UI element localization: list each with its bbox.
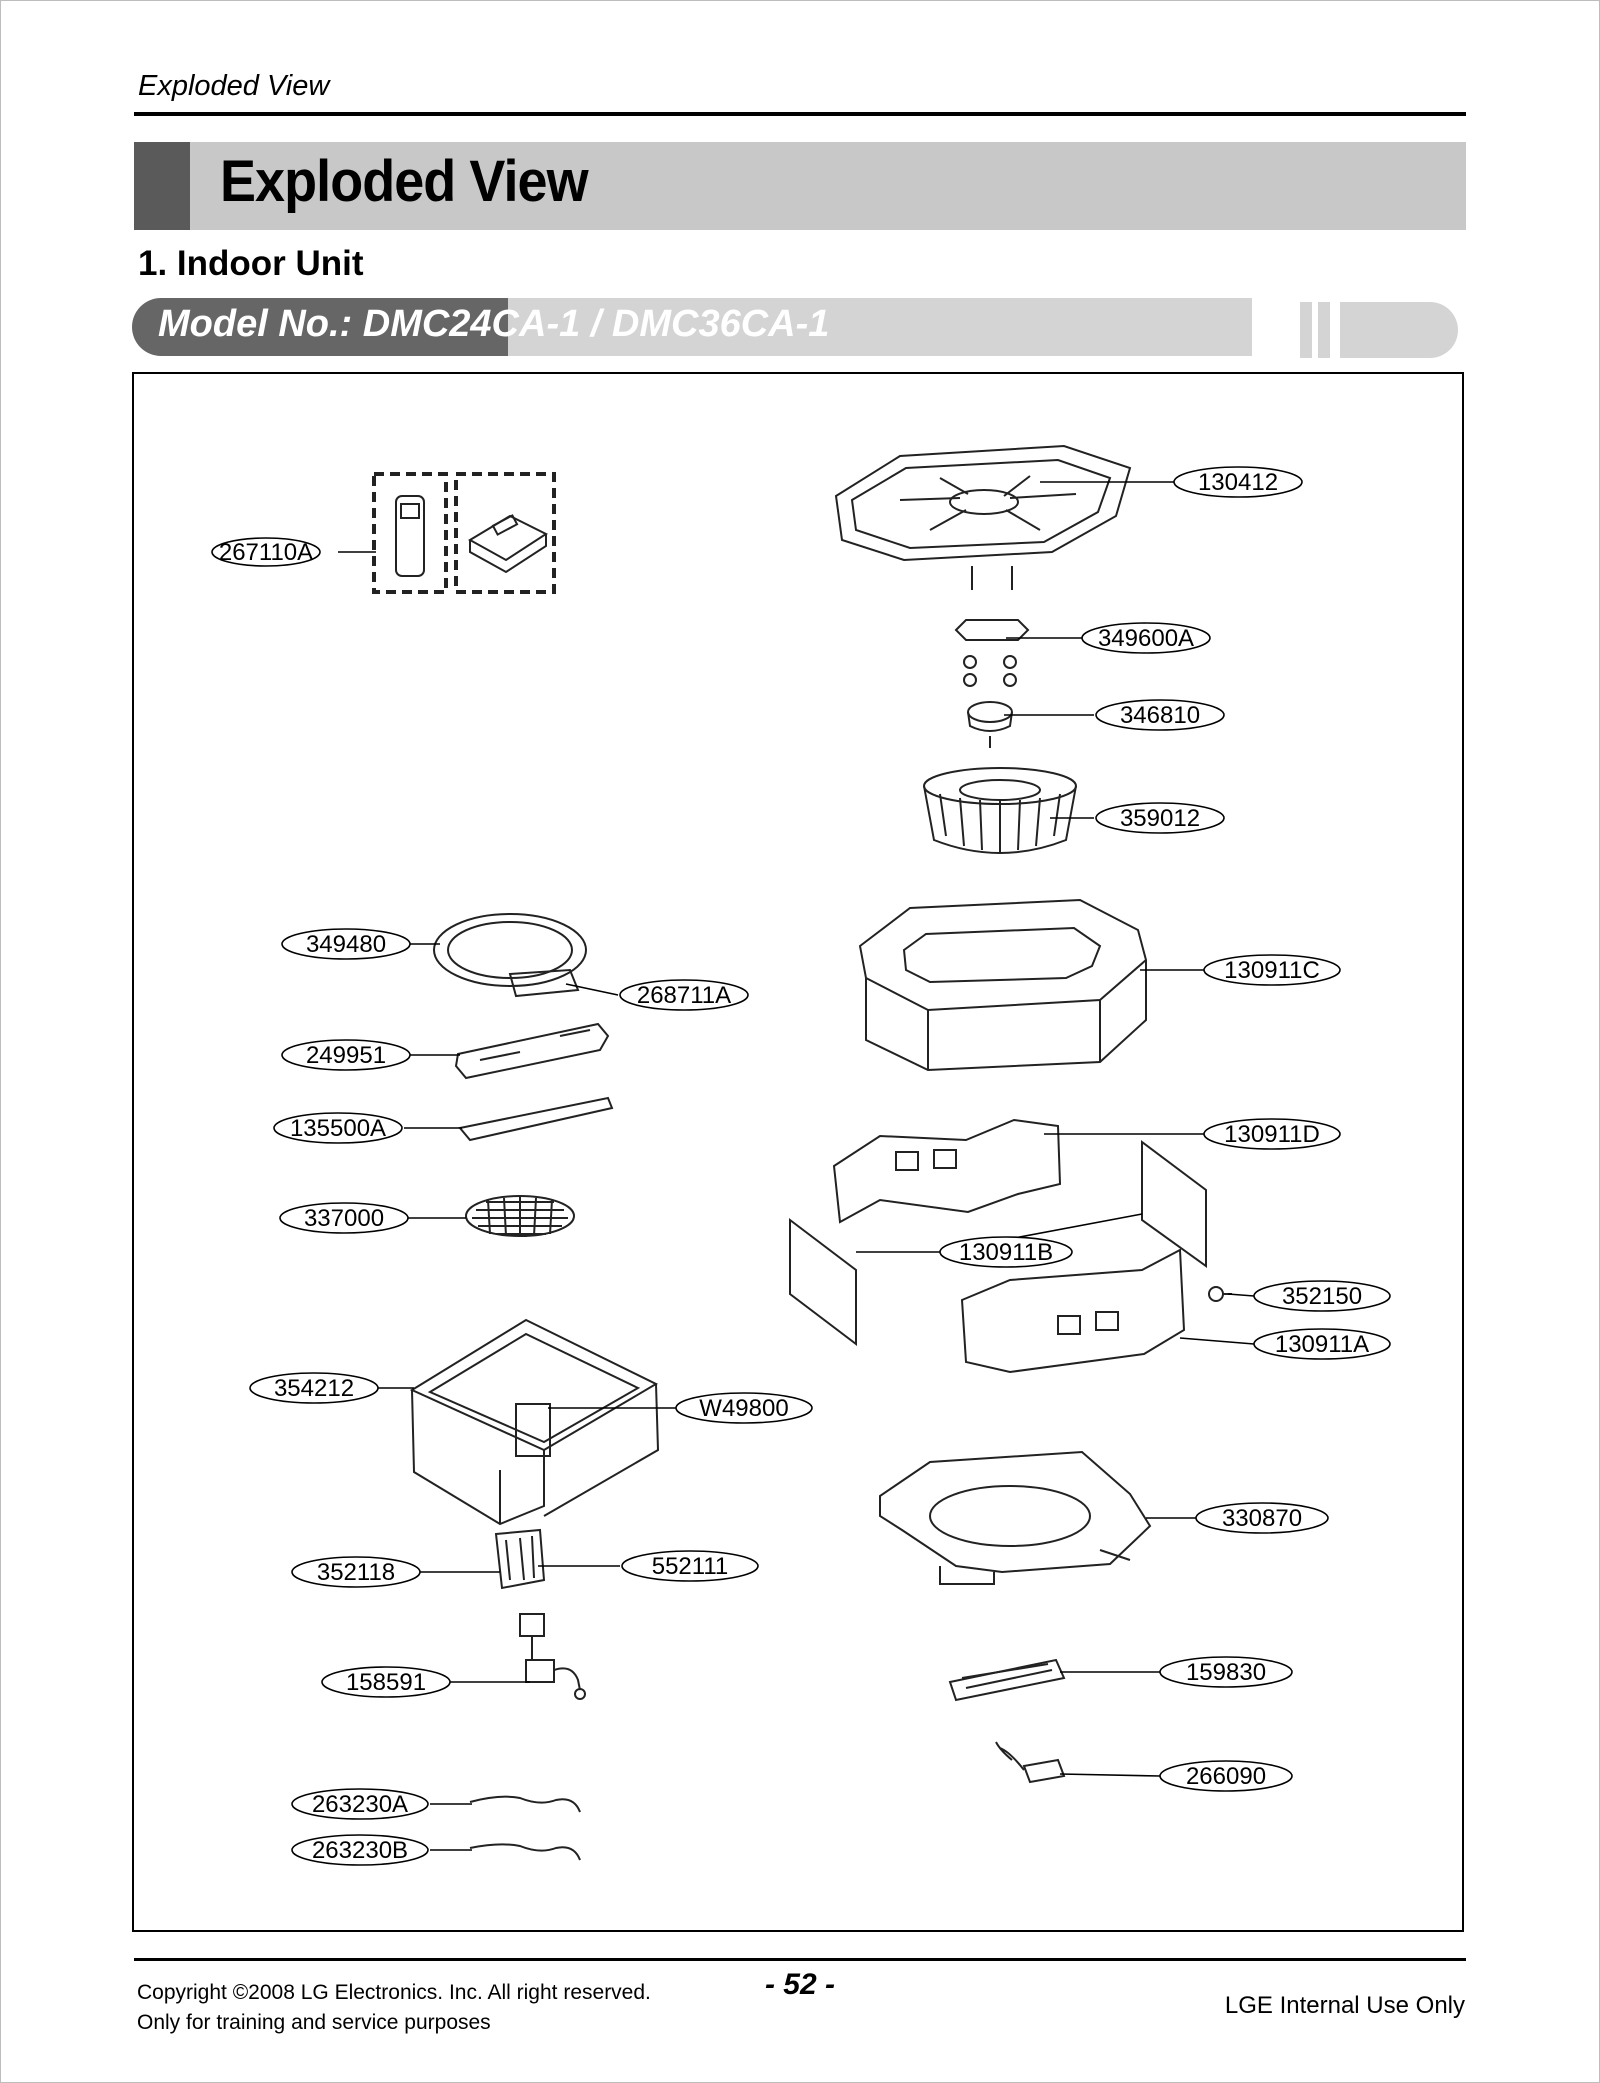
float-switch-drawing [519,1613,586,1700]
callout-249951: 249951 [281,1039,411,1071]
callout-267110A: 267110A [211,537,321,567]
callout-label: 268711A [637,982,731,1009]
callout-158591: 158591 [321,1666,451,1698]
model-number: Model No.: DMC24CA-1 / DMC36CA-1 [158,303,830,345]
callout-label: 552111 [652,1553,729,1580]
callout-W49800: W49800 [675,1392,813,1424]
leader-lines [338,481,1255,1851]
callout-337000: 337000 [279,1202,409,1234]
callout-label: 346810 [1120,702,1200,729]
callout-349600A: 349600A [1081,622,1211,654]
internal-use-note: LGE Internal Use Only [1224,1992,1465,2019]
bracket-drawing [954,619,1030,687]
callout-label: 359012 [1120,805,1200,832]
pipe-a-drawing [469,1795,581,1813]
callout-352150: 352150 [1253,1280,1391,1312]
title-band: Exploded View [134,142,1466,230]
callout-label: 352118 [317,1559,395,1586]
page-title: Exploded View [220,149,589,214]
drain-pump-drawing [494,1528,546,1590]
section-heading: 1. Indoor Unit [138,244,364,283]
drain-bracket-drawing [515,1403,551,1457]
callout-130911D: 130911D [1203,1118,1341,1150]
model-band-light [508,298,1252,356]
side-panel-a-drawing [960,1248,1186,1374]
copyright-line-1: Copyright ©2008 LG Electronics. Inc. All… [137,1981,651,2004]
callout-label: 130412 [1198,469,1278,496]
callout-263230B: 263230B [291,1834,429,1866]
pcb-drawing [508,968,580,998]
connector-box-drawing [995,1741,1066,1784]
callout-label: 159830 [1186,1659,1266,1686]
callout-label: 330870 [1222,1505,1302,1532]
callout-label: 266090 [1186,1763,1266,1790]
callout-label: 337000 [304,1205,384,1232]
header-rule [134,112,1466,116]
callout-354212: 354212 [249,1372,379,1404]
callout-label: 158591 [346,1669,426,1696]
diagram-frame [132,372,1464,1932]
air-filter-drawing [948,1658,1066,1702]
callout-label: 130911C [1224,957,1320,984]
page-number: - 52 - [764,1968,836,2001]
callout-label: 130911A [1275,1331,1369,1358]
callout-159830: 159830 [1159,1656,1293,1688]
part-callouts: 267110A 130412 349600A 346810 359012 349… [211,466,1391,1866]
drain-pan-drawing [409,1318,660,1526]
callout-349480: 349480 [281,928,411,960]
copyright-line-2: Only for training and service purposes [137,2011,491,2034]
callout-label: W49800 [699,1395,788,1422]
remote-controller-drawing [372,472,556,594]
callout-label: 349600A [1098,625,1194,652]
mounting-plate-drawing [834,444,1132,590]
callout-130911C: 130911C [1203,954,1341,986]
control-box-drawing [454,1022,610,1080]
title-band-accent [134,142,190,230]
callout-130911A: 130911A [1253,1328,1391,1360]
pipe-b-drawing [469,1843,581,1861]
callout-266090: 266090 [1159,1760,1293,1792]
callout-346810: 346810 [1095,699,1225,731]
callout-552111: 552111 [621,1550,759,1582]
callout-263230A: 263230A [291,1788,429,1820]
copyright: Copyright ©2008 LG Electronics. Inc. All… [137,1978,651,2038]
model-band: Model No.: DMC24CA-1 / DMC36CA-1 [132,298,1252,356]
callout-268711A: 268711A [619,979,749,1011]
housing-drawing [858,898,1148,1072]
callout-label: 249951 [306,1042,386,1069]
callout-label: 130911D [1224,1121,1320,1148]
side-panel-b-right-drawing [1141,1140,1207,1268]
running-header: Exploded View [138,70,330,102]
side-panel-d-drawing [832,1118,1062,1224]
callout-label: 135500A [290,1115,386,1142]
callout-359012: 359012 [1095,802,1225,834]
turbo-fan-drawing [923,767,1077,854]
ring-drawing [433,913,587,987]
callout-label: 354212 [274,1375,354,1402]
callout-label: 130911B [959,1239,1053,1266]
callout-label: 352150 [1282,1283,1362,1310]
callout-label: 263230B [312,1837,408,1864]
footer-rule [134,1958,1466,1961]
callout-label: 349480 [306,931,386,958]
callout-130911B: 130911B [939,1236,1073,1268]
model-deco-icon [1300,302,1458,358]
motor-drawing [967,701,1013,748]
control-cover-drawing [458,1096,614,1142]
callout-135500A: 135500A [273,1112,403,1144]
grille-drawing [465,1195,575,1237]
side-panel-b-left-drawing [789,1217,857,1347]
callout-330870: 330870 [1195,1502,1329,1534]
callout-352118: 352118 [291,1556,421,1588]
callout-label: 267110A [219,539,313,566]
callout-130412: 130412 [1173,466,1303,498]
callout-label: 263230A [312,1791,408,1818]
base-frame-drawing [879,1450,1152,1585]
model-band-dark [132,298,508,356]
